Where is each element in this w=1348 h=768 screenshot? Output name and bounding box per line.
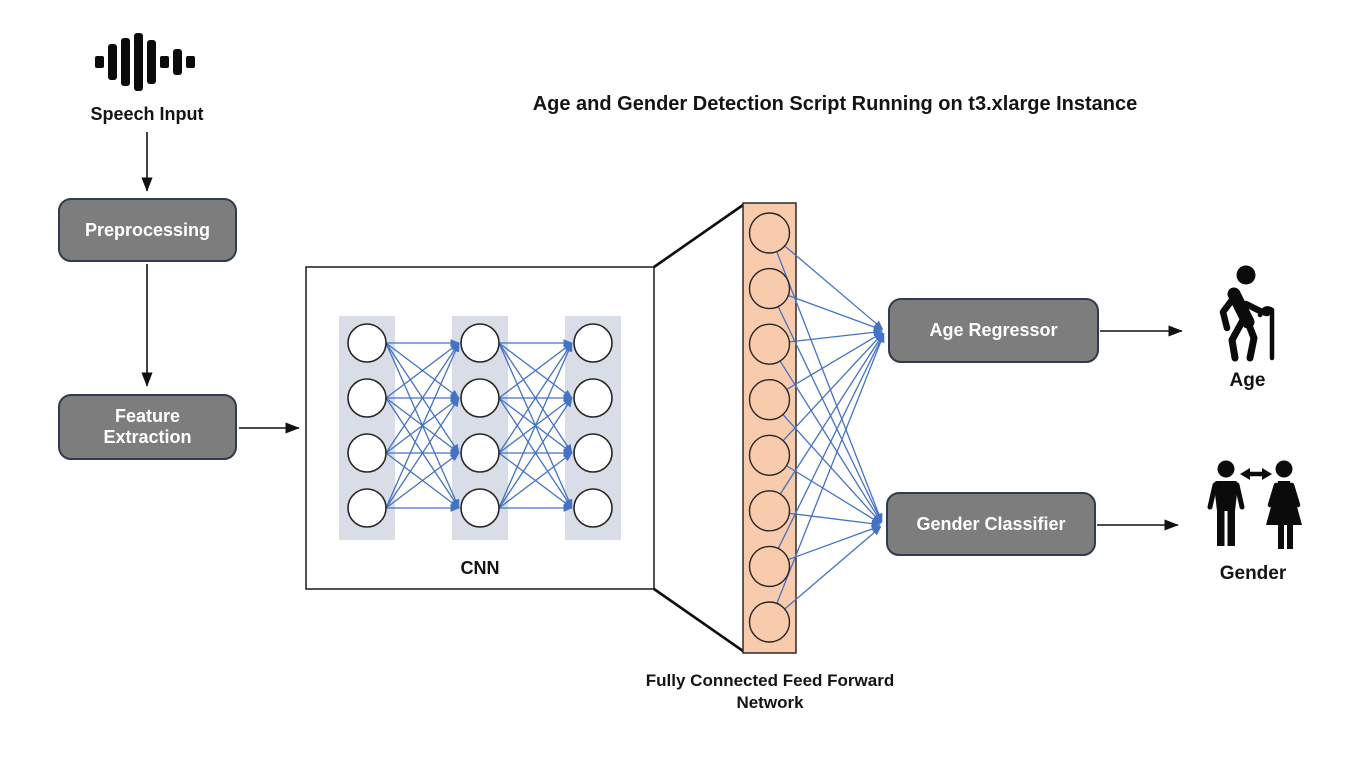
cnn-connection [385, 342, 460, 399]
cnn-neuron [460, 488, 500, 528]
fc-connection [776, 333, 885, 604]
age-regressor-box: Age Regressor [888, 298, 1099, 363]
cnn-connection [498, 452, 573, 509]
cnn-neuron [347, 433, 387, 473]
age-regressor-label: Age Regressor [929, 320, 1058, 341]
cnn-neuron [460, 323, 500, 363]
cnn-connection [385, 452, 460, 509]
fc-connection [782, 414, 882, 524]
cnn-connection [385, 342, 460, 454]
fc-connection [777, 306, 883, 523]
cnn-connection [385, 397, 460, 509]
cnn-connection [385, 342, 460, 509]
fc-neuron [748, 545, 791, 588]
fc-neuron [748, 490, 791, 532]
flatten-line-top [653, 203, 744, 269]
fc-connection [782, 332, 884, 442]
fc-connection [786, 331, 883, 391]
neural-network-group [339, 212, 885, 643]
cnn-neuron [573, 433, 613, 473]
fc-neuron [748, 267, 791, 310]
female-icon [1266, 460, 1302, 549]
fc-connection [784, 526, 882, 610]
speech-input-label: Speech Input [90, 104, 204, 124]
fc-neuron [748, 323, 791, 365]
audio-waveform-icon [95, 33, 195, 91]
fc-neuron [748, 212, 791, 254]
feature-extraction-label: Feature Extraction [103, 406, 192, 447]
cnn-neuron [347, 323, 387, 363]
male-icon [1207, 460, 1245, 546]
cnn-label: CNN [460, 558, 500, 578]
diagram-title: Age and Gender Detection Script Running … [532, 93, 1138, 115]
double-arrow-icon [1240, 468, 1272, 480]
cnn-neuron [347, 488, 387, 528]
fc-connection [776, 251, 883, 523]
fc-neuron [748, 601, 791, 643]
feature-extraction-box: Feature Extraction [58, 394, 237, 460]
cnn-neuron [573, 378, 613, 418]
fc-connection [777, 333, 885, 549]
cnn-neuron [573, 488, 613, 528]
fc-connection [788, 294, 883, 331]
elderly-person-icon [1219, 265, 1275, 362]
age-output-label: Age [1229, 370, 1266, 391]
gender-classifier-box: Gender Classifier [886, 492, 1096, 556]
fc-connection [788, 525, 881, 561]
fc-connection [789, 328, 883, 343]
fc-connection [789, 512, 881, 528]
cnn-connection [498, 342, 573, 509]
male-female-icon [1207, 460, 1302, 549]
cnn-neuron [573, 323, 613, 363]
flatten-line-bottom [653, 587, 744, 653]
cnn-connection [498, 342, 573, 399]
fc-connection [784, 245, 884, 330]
cnn-neuron [460, 433, 500, 473]
fc-connection [779, 332, 884, 495]
gender-output-label: Gender [1219, 563, 1287, 584]
fully-connected-label: Fully Connected Feed Forward Network [645, 671, 895, 713]
fc-neuron [748, 434, 791, 476]
preprocessing-label: Preprocessing [84, 219, 211, 240]
preprocessing-box: Preprocessing [58, 198, 237, 262]
cnn-box [305, 266, 655, 590]
gender-classifier-label: Gender Classifier [916, 513, 1066, 534]
cnn-neuron [347, 378, 387, 418]
fc-neuron [748, 379, 791, 421]
cnn-connection [498, 342, 573, 454]
cnn-neuron [460, 378, 500, 418]
cnn-connection [498, 397, 573, 509]
fc-connection [786, 465, 881, 524]
